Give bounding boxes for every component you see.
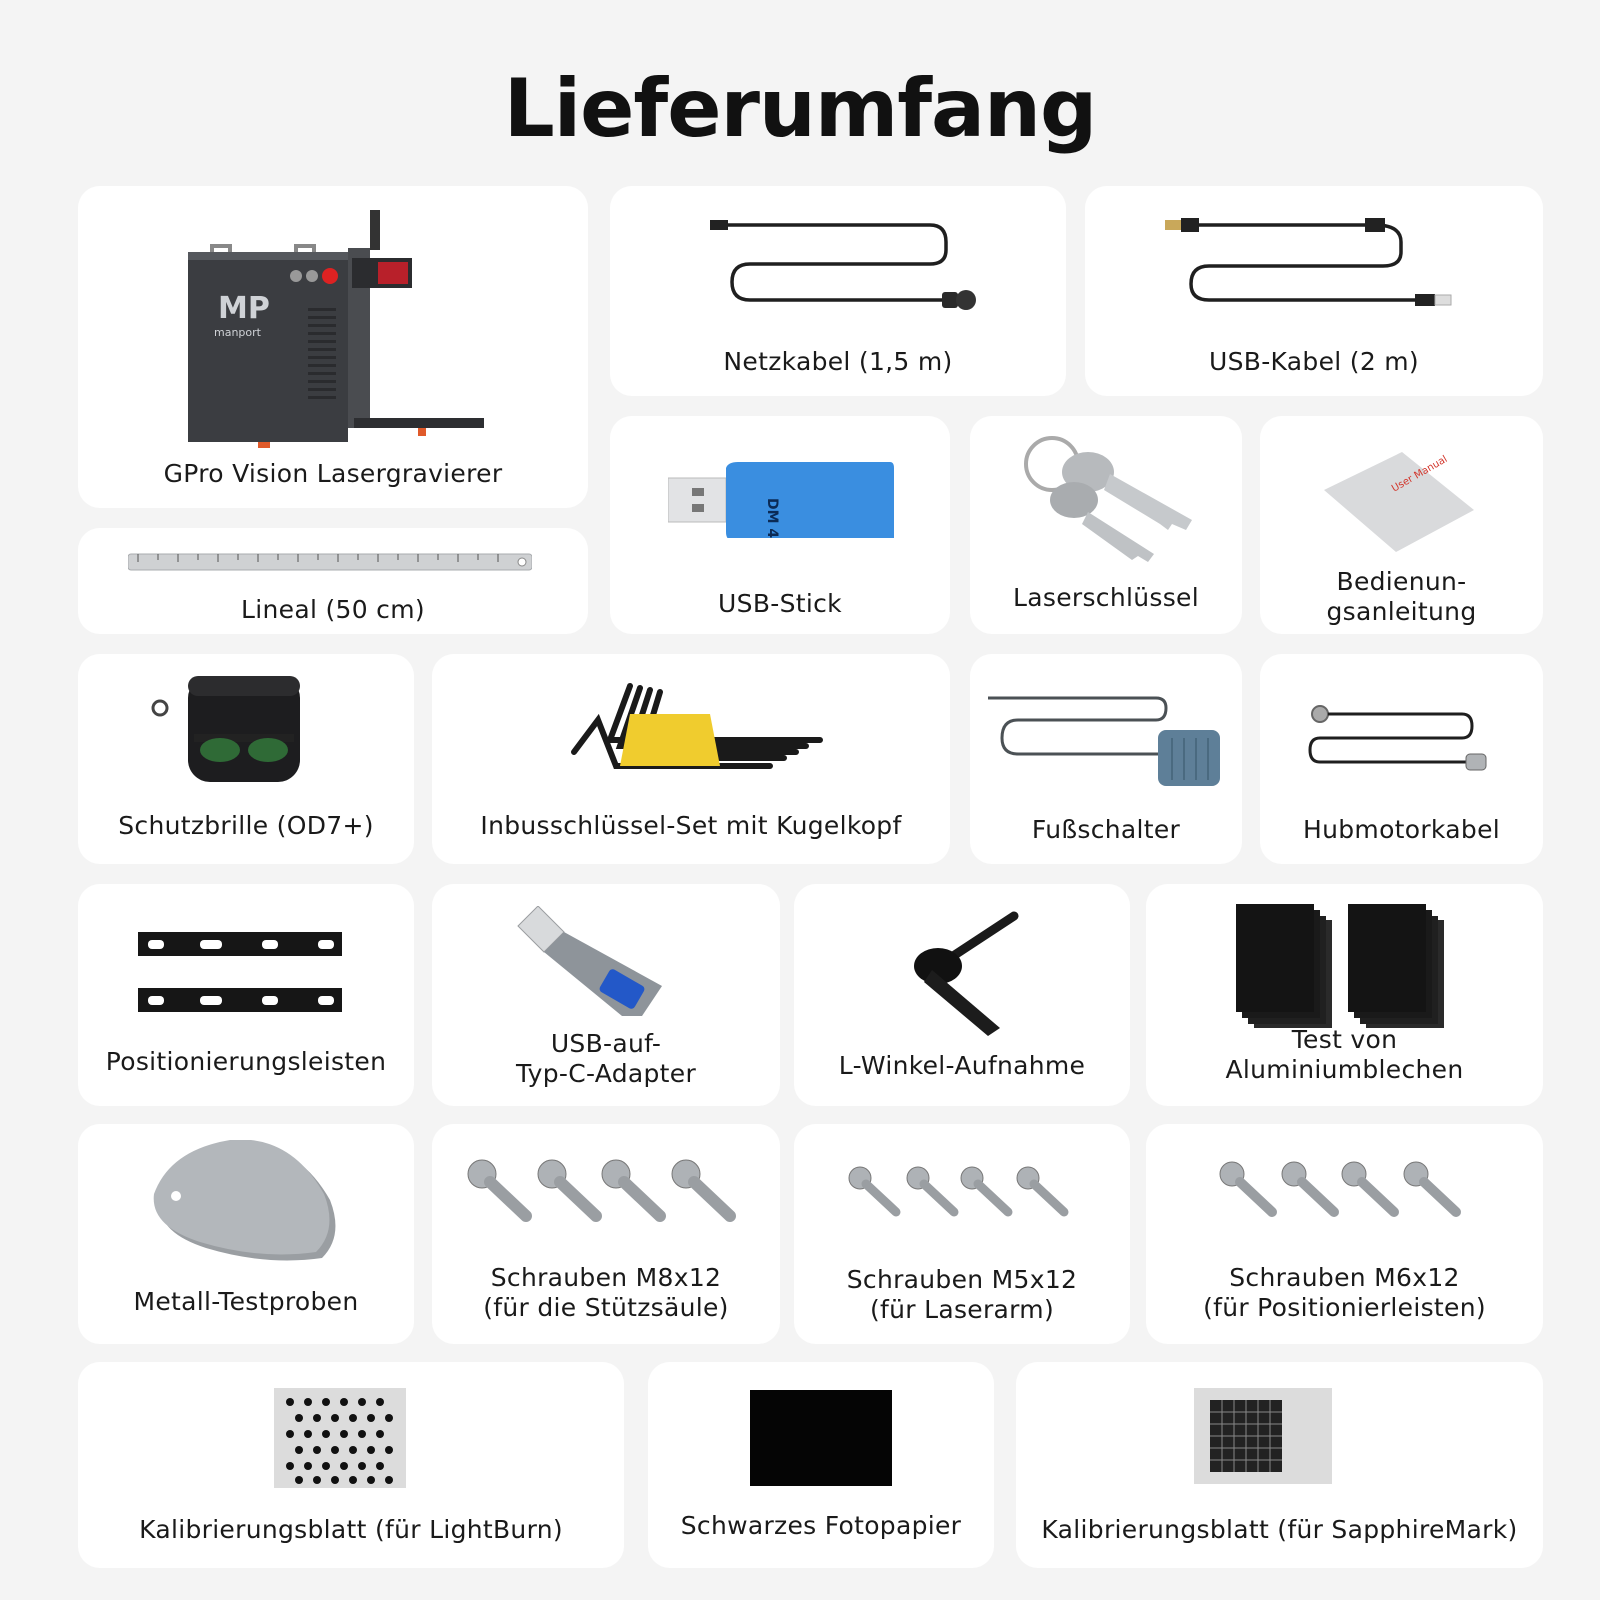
svg-text:MP: MP [218, 291, 270, 326]
goggles-image [150, 672, 310, 786]
card-lift-cable: Hubmotorkabel [1260, 654, 1543, 864]
card-calib-lightburn: Kalibrierungsblatt (für LightBurn) [78, 1362, 624, 1568]
card-goggles: Schutzbrille (OD7+) [78, 654, 414, 864]
alu-sheets-label-line1: Test von [1291, 1025, 1398, 1054]
l-bracket-label: L-Winkel-Aufnahme [838, 1051, 1086, 1080]
adapter-label-line2: Typ-C-Adapter [515, 1059, 697, 1088]
card-screws-m6: Schrauben M6x12 (für Positionierleisten) [1146, 1124, 1543, 1344]
card-hex-keys: Inbusschlüssel-Set mit Kugelkopf [432, 654, 950, 864]
card-laser-key: Laserschlüssel [970, 416, 1242, 634]
adapter-image [512, 906, 672, 1026]
card-usb-stick: DM 4GB USB-Stick [610, 416, 950, 634]
hex-keys-image [570, 680, 830, 780]
positioning-bars-label: Positionierungsleisten [105, 1047, 387, 1076]
screws-m8-label-line2: (für die Stützsäule) [483, 1293, 729, 1322]
engraver-label: GPro Vision Lasergravierer [163, 459, 503, 488]
foot-switch-label: Fußschalter [1031, 815, 1181, 844]
usb-cable-image [1165, 212, 1455, 312]
ruler-image [128, 552, 532, 574]
manual-image: User Manual [1324, 452, 1474, 562]
screws-m5-label-line2: (für Laserarm) [869, 1295, 1055, 1324]
card-ruler: Lineal (50 cm) [78, 528, 588, 634]
screws-m6-image [1216, 1160, 1472, 1224]
card-manual: User Manual Bedienun- gsanleitung [1260, 416, 1543, 634]
screws-m8-label-line1: Schrauben M8x12 [490, 1263, 722, 1292]
foot-switch-image [988, 694, 1228, 794]
screws-m8-image [464, 1158, 744, 1228]
laser-key-image [1022, 434, 1202, 564]
screws-m5-label-line1: Schrauben M5x12 [846, 1265, 1078, 1294]
lift-cable-image [1306, 702, 1492, 772]
positioning-bars-image [138, 932, 344, 1018]
usb-stick-image: DM 4GB [668, 462, 894, 538]
card-screws-m8: Schrauben M8x12 (für die Stützsäule) [432, 1124, 780, 1344]
card-engraver: MP manport GPro Vision Lasergravierer [78, 186, 588, 508]
metal-samples-label: Metall-Testproben [133, 1287, 359, 1316]
screws-m5-image [846, 1166, 1080, 1222]
adapter-label-line1: USB-auf- [550, 1029, 662, 1058]
card-foot-switch: Fußschalter [970, 654, 1242, 864]
photo-paper-image [750, 1390, 892, 1486]
screws-m6-label-line1: Schrauben M6x12 [1229, 1263, 1460, 1292]
card-l-bracket: L-Winkel-Aufnahme [794, 884, 1130, 1106]
power-cable-label: Netzkabel (1,5 m) [723, 347, 953, 376]
calib-sapphire-image [1194, 1388, 1332, 1484]
laser-engraver-image: MP manport [178, 208, 498, 448]
usb-cable-label: USB-Kabel (2 m) [1209, 347, 1419, 376]
card-power-cable: Netzkabel (1,5 m) [610, 186, 1066, 396]
alu-sheets-label-line2: Aluminiumblechen [1225, 1055, 1464, 1084]
usb-stick-label: USB-Stick [718, 589, 842, 618]
calib-lightburn-image [274, 1388, 406, 1488]
engraver-logo-text: manport [214, 326, 262, 339]
photo-paper-label: Schwarzes Fotopapier [680, 1511, 962, 1540]
hex-keys-label: Inbusschlüssel-Set mit Kugelkopf [480, 811, 902, 840]
card-calib-sapphire: Kalibrierungsblatt (für SapphireMark) [1016, 1362, 1543, 1568]
power-cable-image [710, 212, 980, 312]
card-screws-m5: Schrauben M5x12 (für Laserarm) [794, 1124, 1130, 1344]
manual-label-line1: Bedienun- [1336, 567, 1467, 596]
usb-stick-brand: DM 4GB [764, 498, 780, 538]
card-alu-sheets: Test von Aluminiumblechen [1146, 884, 1543, 1106]
lift-cable-label: Hubmotorkabel [1303, 815, 1500, 844]
card-photo-paper: Schwarzes Fotopapier [648, 1362, 994, 1568]
card-usb-cable: USB-Kabel (2 m) [1085, 186, 1543, 396]
card-positioning-bars: Positionierungsleisten [78, 884, 414, 1106]
card-metal-samples: Metall-Testproben [78, 1124, 414, 1344]
l-bracket-image [904, 906, 1024, 1036]
goggles-label: Schutzbrille (OD7+) [118, 811, 374, 840]
alu-sheets-image [1236, 904, 1446, 1030]
manual-label-line2: gsanleitung [1326, 597, 1477, 626]
card-adapter: USB-auf- Typ-C-Adapter [432, 884, 780, 1106]
page-title: Lieferumfang [503, 62, 1098, 155]
metal-samples-image [146, 1140, 346, 1262]
calib-lightburn-label: Kalibrierungsblatt (für LightBurn) [139, 1515, 563, 1544]
screws-m6-label-line2: (für Positionierleisten) [1203, 1293, 1486, 1322]
ruler-label: Lineal (50 cm) [241, 595, 425, 624]
laser-key-label: Laserschlüssel [1013, 583, 1199, 612]
calib-sapphire-label: Kalibrierungsblatt (für SapphireMark) [1041, 1515, 1518, 1544]
